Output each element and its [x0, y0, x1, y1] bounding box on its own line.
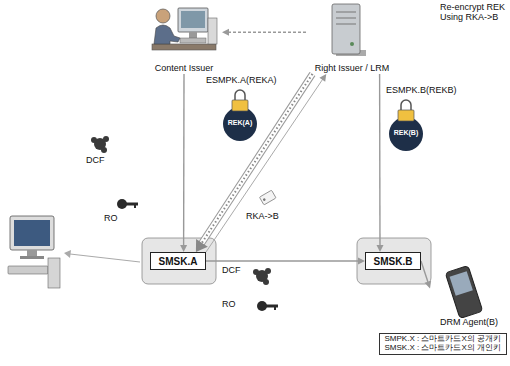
connector [180, 74, 187, 252]
entity-label: Content Issuer [155, 64, 214, 74]
server-picture [332, 4, 366, 56]
rk-tag-icon [259, 190, 276, 205]
ro-key-icon [257, 301, 278, 311]
connector-line [201, 74, 313, 245]
device-a [142, 238, 216, 284]
arrow-head [358, 258, 365, 265]
connector-line [228, 32, 306, 33]
key-name: SMSK.B [374, 256, 413, 267]
connector-line [421, 261, 428, 283]
connector [376, 74, 383, 252]
encrypted-key-label: ESMPK.B(REKB) [386, 86, 457, 96]
arrow-head [196, 239, 208, 252]
pc-link-head [64, 250, 71, 258]
lock-body [398, 110, 414, 121]
lock-shackle [401, 100, 411, 110]
connector [196, 74, 313, 252]
connector-line [201, 74, 313, 245]
entity-label: DRM Agent(B) [440, 318, 498, 328]
pc-picture [8, 216, 60, 288]
lock-shackle [235, 90, 245, 100]
rek-circle [223, 107, 257, 141]
content-label: DCF [222, 266, 241, 276]
reencryption-key-label: RKA->B [246, 212, 279, 222]
process-note: Re-encrypt REK Using RKA->B [440, 3, 506, 23]
arrow-head [180, 245, 187, 252]
smartcard-key-box: SMSK.A [150, 252, 206, 270]
dcf-icon [91, 136, 109, 153]
entity-node: DRM Agent(B) [430, 262, 508, 328]
dcf-icon [253, 268, 271, 285]
connector-line [201, 74, 313, 245]
entity-label: Right Issuer / LRM [315, 64, 390, 74]
connector-line [183, 74, 185, 246]
ro-key-icon [117, 199, 138, 209]
encrypted-key-label: ESMPK.A(REKA) [206, 76, 277, 86]
entity-node: Content Issuer [146, 2, 222, 74]
pc-link [70, 254, 140, 262]
legend-text: SMSK.X : 스마트카드X의 개인키 [385, 344, 501, 353]
smartcard-key-box: SMSK.B [365, 252, 421, 270]
connector [222, 29, 306, 36]
connector [421, 261, 431, 288]
legend-box: SMPK.X : 스마트카드X의 공개키SMSK.X : 스마트카드X의 개인키 [379, 333, 507, 355]
legend-row: SMSK.X : 스마트카드X의 개인키 [385, 344, 501, 353]
content-issuer-picture [152, 8, 217, 50]
legend-text: SMPK.X : 스마트카드X의 공개키 [385, 335, 501, 344]
connector-line [379, 74, 381, 246]
arrow-head [319, 74, 326, 82]
rek-circle [389, 117, 423, 151]
content-label: DCF [86, 156, 105, 166]
rights-object-label: RO [104, 214, 118, 224]
connector [206, 74, 326, 252]
connector [206, 258, 365, 265]
key-label: REK(B) [388, 129, 424, 137]
lock-body [232, 100, 248, 111]
arrow-head [424, 281, 431, 289]
connector-line [206, 260, 359, 261]
key-name: SMSK.A [159, 256, 198, 267]
device-b [357, 238, 431, 284]
arrow-head [222, 29, 229, 36]
rights-object-label: RO [222, 300, 236, 310]
arrow-head [376, 245, 383, 252]
drm-agent-phone [445, 265, 483, 318]
legend-row: SMPK.X : 스마트카드X의 공개키 [385, 335, 501, 344]
entity-node: Right Issuer / LRM [306, 2, 398, 74]
connector-line [206, 79, 323, 252]
key-label: REK(A) [222, 119, 258, 127]
